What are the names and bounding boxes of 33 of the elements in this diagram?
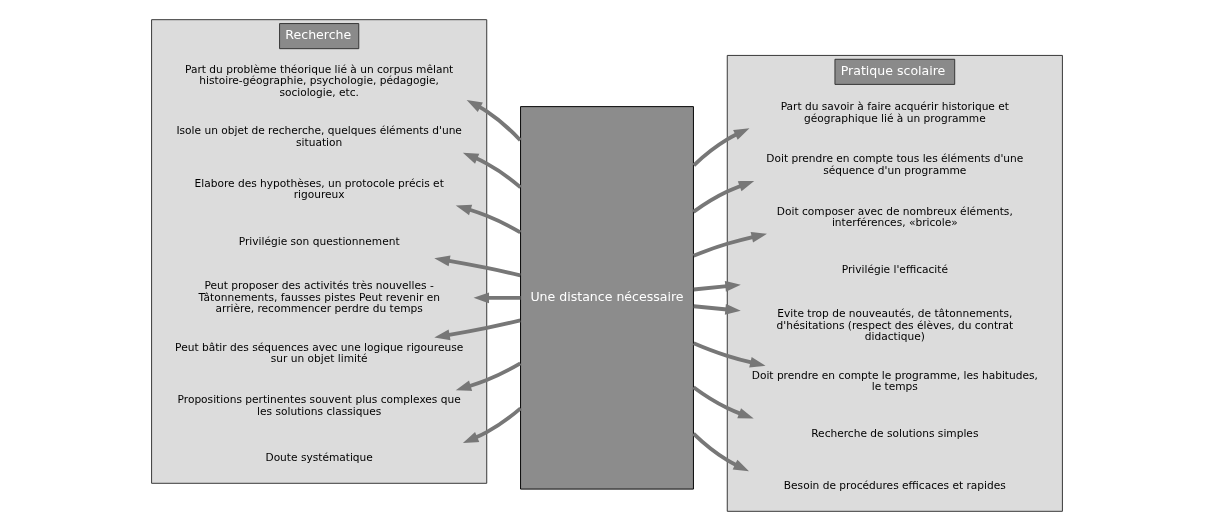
node-text: Isole un objet de recherche, quelques éléments d'une situation bbox=[176, 124, 462, 150]
arrow bbox=[692, 231, 767, 258]
arrow bbox=[692, 128, 750, 167]
node-text: Doit composer avec de nombreux éléments, interférences, «bricole» bbox=[776, 204, 1013, 230]
node-text: Doit prendre en compte le programme, les habitudes, le temps bbox=[751, 368, 1038, 394]
arrow bbox=[692, 432, 749, 472]
arrow bbox=[434, 318, 521, 341]
node-text: Besoin de procédures efficaces et rapides bbox=[783, 478, 1006, 492]
node-text: Peut bâtir des séquences avec une logique rigoureuse sur un objet limité bbox=[175, 340, 464, 366]
arrow bbox=[693, 303, 741, 315]
node-text: Doit prendre en compte tous les éléments d'une séquence d'un programme bbox=[766, 152, 1024, 178]
node-box: Une distance nécessaire bbox=[520, 106, 694, 490]
node-text: Evite trop de nouveautés, de tâtonnements, d'hésitations (respect des élèves, du contrat didactique) bbox=[776, 306, 1014, 344]
arrow bbox=[692, 181, 755, 214]
arrow bbox=[466, 100, 522, 142]
arrow bbox=[692, 385, 754, 419]
node-text: Privilégie l'efficacité bbox=[841, 262, 948, 276]
arrow bbox=[462, 406, 522, 443]
node-text: Elabore des hypothèses, un protocole précis et rigoureux bbox=[194, 176, 444, 202]
node-text: Propositions pertinentes souvent plus complexes que les solutions classiques bbox=[177, 392, 461, 418]
node-text: Doute systématique bbox=[265, 450, 373, 464]
arrow bbox=[473, 292, 521, 304]
arrow bbox=[434, 255, 521, 278]
arrow bbox=[455, 204, 522, 235]
node-text: Part du savoir à faire acquérir historique et géographique lié à un programme bbox=[780, 100, 1009, 125]
arrow bbox=[693, 280, 741, 292]
arrow bbox=[692, 341, 766, 368]
arrow bbox=[462, 152, 522, 189]
node-text: Recherche de solutions simples bbox=[811, 426, 979, 440]
node-text: Peut proposer des activités très nouvelles - Tâtonnements, fausses pistes Peut revenir en arrière, recommencer perdre du temps bbox=[198, 278, 440, 316]
node-text: Privilégie son questionnement bbox=[238, 234, 400, 248]
node-text: Part du problème théorique lié à un corpus mêlant histoire-géographie, psychologie, pédagogie, sociologie, etc. bbox=[185, 62, 454, 99]
arrow bbox=[455, 361, 522, 391]
